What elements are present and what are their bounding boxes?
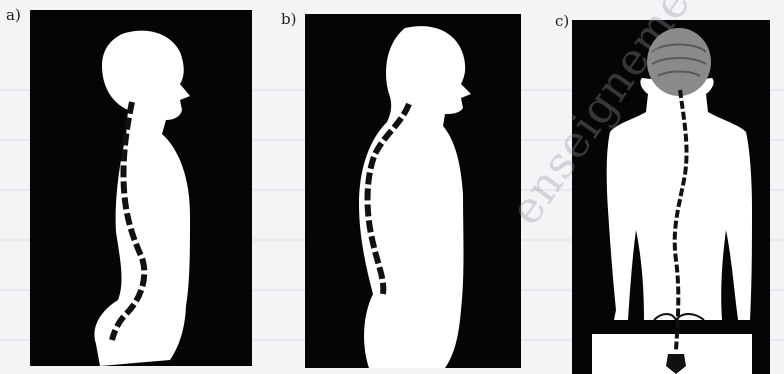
panel-a-posture [30,10,252,366]
body-silhouette [359,26,471,368]
panel-c-label: c) [555,12,569,30]
back-silhouette-c [572,20,770,374]
panel-b-posture [305,14,521,368]
side-silhouette-a [30,10,252,366]
panel-b-label: b) [281,10,296,28]
body-silhouette [94,31,190,366]
panel-a-label: a) [6,6,21,24]
panel-c-posture [572,20,770,374]
side-silhouette-b [305,14,521,368]
